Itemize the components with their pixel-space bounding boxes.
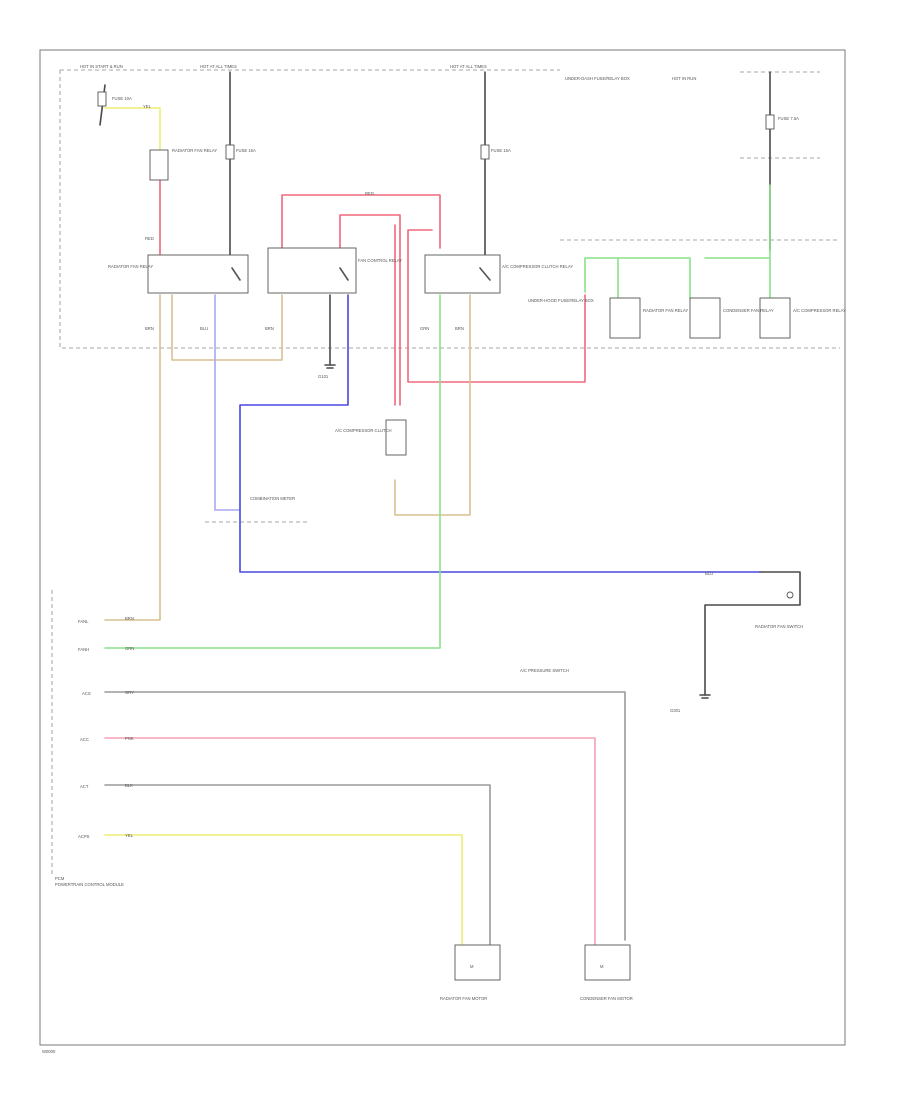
label-combination: COMBINATION METER	[250, 496, 295, 501]
cond-fan-relay-box	[689, 297, 721, 339]
label-motor-1: M	[470, 964, 474, 969]
wire-label-blu-2: BLU	[705, 571, 713, 576]
label-hot-top-right: HOT IN RUN	[672, 76, 696, 81]
pin-acs: ACS	[82, 691, 91, 696]
condenser-fan-motor	[584, 944, 631, 981]
wire-tan-right	[394, 294, 471, 516]
label-cond-fan-motor: CONDENSER FAN MOTOR	[580, 996, 633, 1001]
pin-acc: ACC	[80, 737, 89, 742]
wire-green-relays	[584, 184, 771, 299]
ac-compressor-clutch	[385, 419, 407, 456]
fuse-mid1	[225, 144, 235, 160]
label-fuse-mid1: FUSE 15A	[236, 148, 256, 153]
wire-label-grn-pcm: GRN	[125, 646, 134, 651]
wire-label-blu: BLU	[200, 326, 208, 331]
wire-blue-1	[239, 294, 761, 573]
label-motor-2: M	[600, 964, 604, 969]
wire-label-gry: GRY	[125, 690, 134, 695]
ground-symbol-g3	[699, 694, 711, 699]
label-fuse-right: FUSE 7.5A	[778, 116, 799, 121]
wire-lightblue-1	[214, 294, 241, 511]
wire-label-brn: BRN	[145, 326, 154, 331]
pin-fanl: FANL	[78, 619, 89, 624]
fan-control-relay	[267, 247, 357, 294]
label-page-code: W0000	[42, 1049, 56, 1054]
wire-red-mid	[339, 214, 401, 406]
label-pcm-note: POWERTRAIN CONTROL MODULE	[55, 882, 124, 887]
ac-relay-box	[759, 297, 791, 339]
wire-label-brn-2: BRN	[265, 326, 274, 331]
label-relay-box-note: UNDER-HOOD FUSE/RELAY BOX	[528, 298, 594, 303]
label-under-dash: UNDER-DASH FUSE/RELAY BOX	[565, 76, 630, 81]
label-rf-relay: RADIATOR FAN RELAY	[643, 308, 688, 313]
label-ac-clutch: A/C COMPRESSOR CLUTCH	[335, 428, 392, 433]
ac-compressor-relay	[424, 254, 501, 294]
label-ac-relay: A/C COMPRESSOR RELAY	[793, 308, 846, 313]
wire-switch-right	[704, 571, 801, 696]
radiator-fan-switch	[786, 591, 794, 599]
wire-label-red-top: RED	[365, 191, 374, 196]
wire-label-blk: BLK	[125, 783, 133, 788]
label-pcm: PCM	[55, 876, 65, 881]
rad-fan-relay-box	[609, 297, 641, 339]
diagram-frame	[39, 49, 846, 1046]
label-ac-comp-relay: A/C COMPRESSOR CLUTCH RELAY	[502, 264, 573, 269]
wire-tan-left	[104, 294, 161, 621]
wire-label-brn-pcm: BRN	[125, 616, 134, 621]
fuse-box-boundary	[59, 69, 840, 349]
label-hot-mid1: HOT AT ALL TIMES	[200, 64, 237, 69]
wire-label-grn: GRN	[420, 326, 429, 331]
label-ground-g1: G101	[318, 374, 329, 379]
label-hot-top-left: HOT IN START & RUN	[80, 64, 123, 69]
fuse-right	[765, 114, 775, 130]
label-radiator-relay: RADIATOR FAN RELAY	[108, 264, 153, 269]
wire-gray-act	[104, 784, 491, 946]
wire-yellow-acps	[104, 834, 463, 946]
wire-green-main	[104, 294, 441, 649]
label-ground-g3: G301	[670, 708, 681, 713]
fuse-mid2	[480, 144, 490, 160]
label-relay-coil: RADIATOR FAN RELAY	[172, 148, 217, 153]
pin-act: ACT	[80, 784, 89, 789]
radiator-fan-motor	[454, 944, 501, 981]
wire-gray-acs	[104, 691, 626, 941]
pin-fanh: FANH	[78, 647, 89, 652]
wire-label-yel-2: YEL	[125, 833, 134, 838]
ground-symbol-g1	[324, 364, 336, 369]
wire-label-red: RED	[145, 236, 154, 241]
label-radiator-fan-switch: RADIATOR FAN SWITCH	[755, 624, 803, 629]
wire-red-top	[281, 194, 441, 249]
wire-label-pnk: PNK	[125, 736, 134, 741]
label-fuse-mid2: FUSE 15A	[491, 148, 511, 153]
relay-contacts	[231, 267, 491, 281]
fuse-left	[97, 91, 107, 107]
label-rad-fan-motor: RADIATOR FAN MOTOR	[440, 996, 487, 1001]
label-pressure-switch: A/C PRESSURE SWITCH	[520, 668, 569, 673]
label-cf-relay: CONDENSER FAN RELAY	[723, 308, 774, 313]
wire-label-brn-3: BRN	[455, 326, 464, 331]
label-fan-control-relay: FAN CONTROL RELAY	[358, 258, 402, 263]
wire-red-loop	[407, 229, 586, 383]
label-fuse-left: FUSE 10A	[112, 96, 132, 101]
radiator-fan-relay	[147, 254, 249, 294]
wire-yellow-top	[104, 107, 161, 151]
wire-pink-acc	[104, 737, 596, 946]
wire-tan-loop	[171, 294, 283, 361]
wire-label-yel: YEL	[143, 104, 152, 109]
pin-acps: ACPS	[78, 834, 90, 839]
radiator-relay-coil	[149, 149, 169, 181]
label-hot-mid2: HOT AT ALL TIMES	[450, 64, 487, 69]
